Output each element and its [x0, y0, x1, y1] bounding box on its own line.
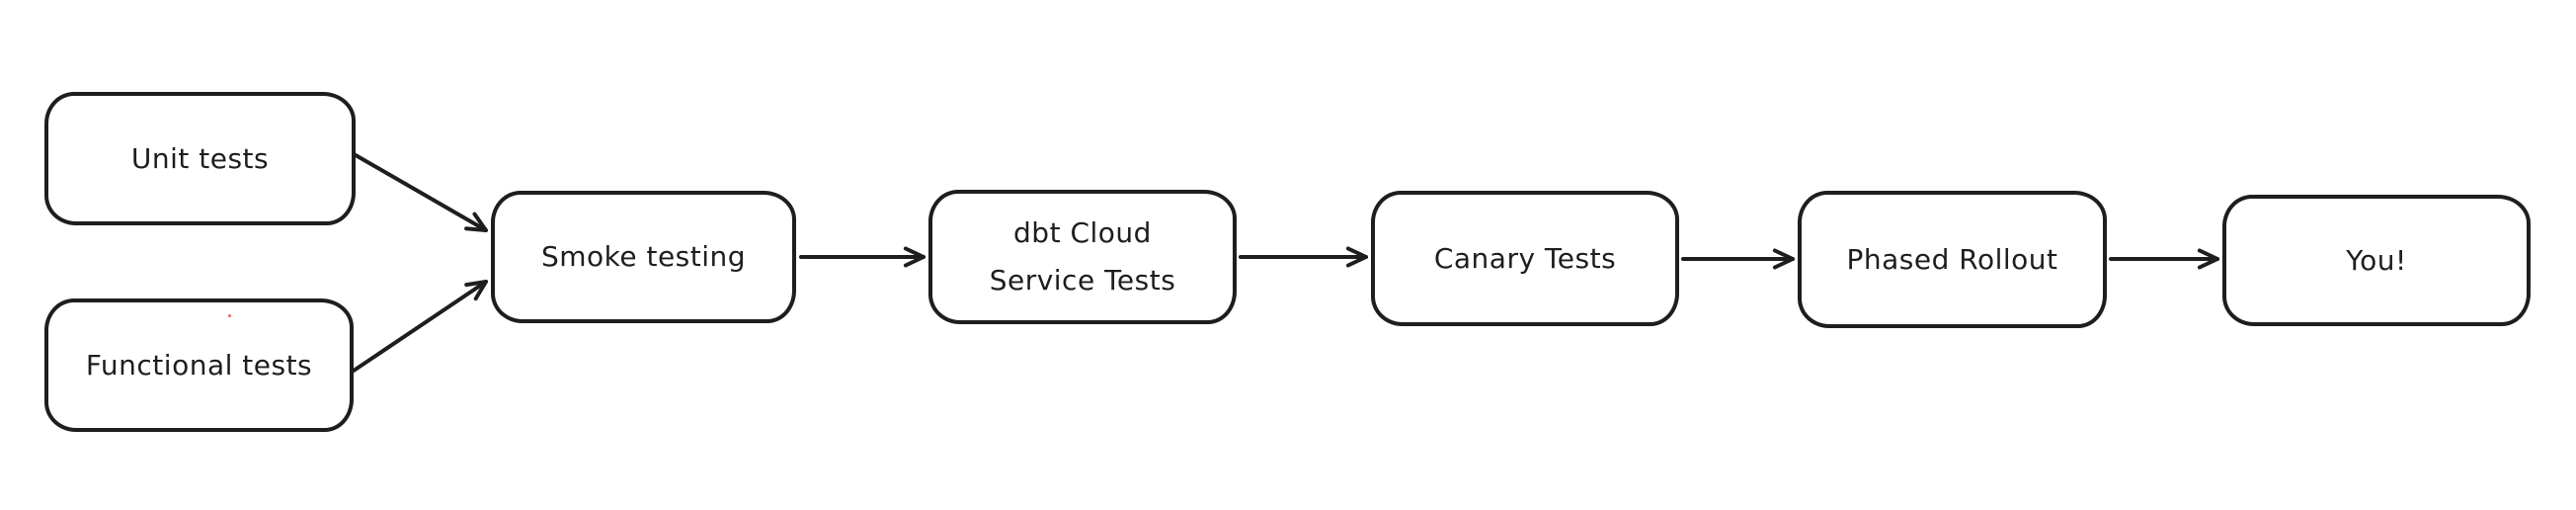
- edge-canary-tests-to-phased-rollout: [1681, 248, 1795, 270]
- node-smoke-testing: Smoke testing: [491, 191, 796, 323]
- node-canary-tests: Canary Tests: [1371, 191, 1679, 326]
- arrowhead-icon: [2197, 248, 2219, 270]
- node-dbt-cloud-service-tests: dbt Cloud Service Tests: [928, 190, 1237, 324]
- arrowhead-icon: [464, 280, 488, 301]
- edge-phased-rollout-to-you: [2109, 248, 2219, 270]
- edge-smoke-testing-to-dbt-cloud-service-tests: [799, 246, 926, 268]
- node-you: You!: [2222, 195, 2531, 326]
- arrowhead-icon: [464, 212, 488, 232]
- arrowhead-icon: [1345, 246, 1368, 268]
- node-canary-tests-label: Canary Tests: [1433, 241, 1617, 275]
- red-speck-artifact: [228, 314, 231, 317]
- node-you-label: You!: [2346, 243, 2407, 277]
- arrowhead-icon: [1772, 248, 1795, 270]
- node-phased-rollout: Phased Rollout: [1798, 191, 2107, 328]
- arrowhead-icon: [903, 246, 926, 268]
- node-functional-tests: Functional tests: [44, 298, 354, 432]
- node-unit-tests: Unit tests: [44, 92, 356, 225]
- edge-unit-tests-to-smoke-testing: [354, 153, 488, 232]
- node-smoke-testing-label: Smoke testing: [540, 240, 747, 274]
- node-unit-tests-label: Unit tests: [130, 141, 270, 175]
- node-phased-rollout-label: Phased Rollout: [1846, 242, 2058, 276]
- edge-functional-tests-to-smoke-testing: [352, 280, 488, 373]
- edge-dbt-cloud-service-tests-to-canary-tests: [1239, 246, 1368, 268]
- node-functional-tests-label: Functional tests: [85, 348, 313, 382]
- node-dbt-cloud-service-tests-label: dbt Cloud Service Tests: [989, 216, 1176, 297]
